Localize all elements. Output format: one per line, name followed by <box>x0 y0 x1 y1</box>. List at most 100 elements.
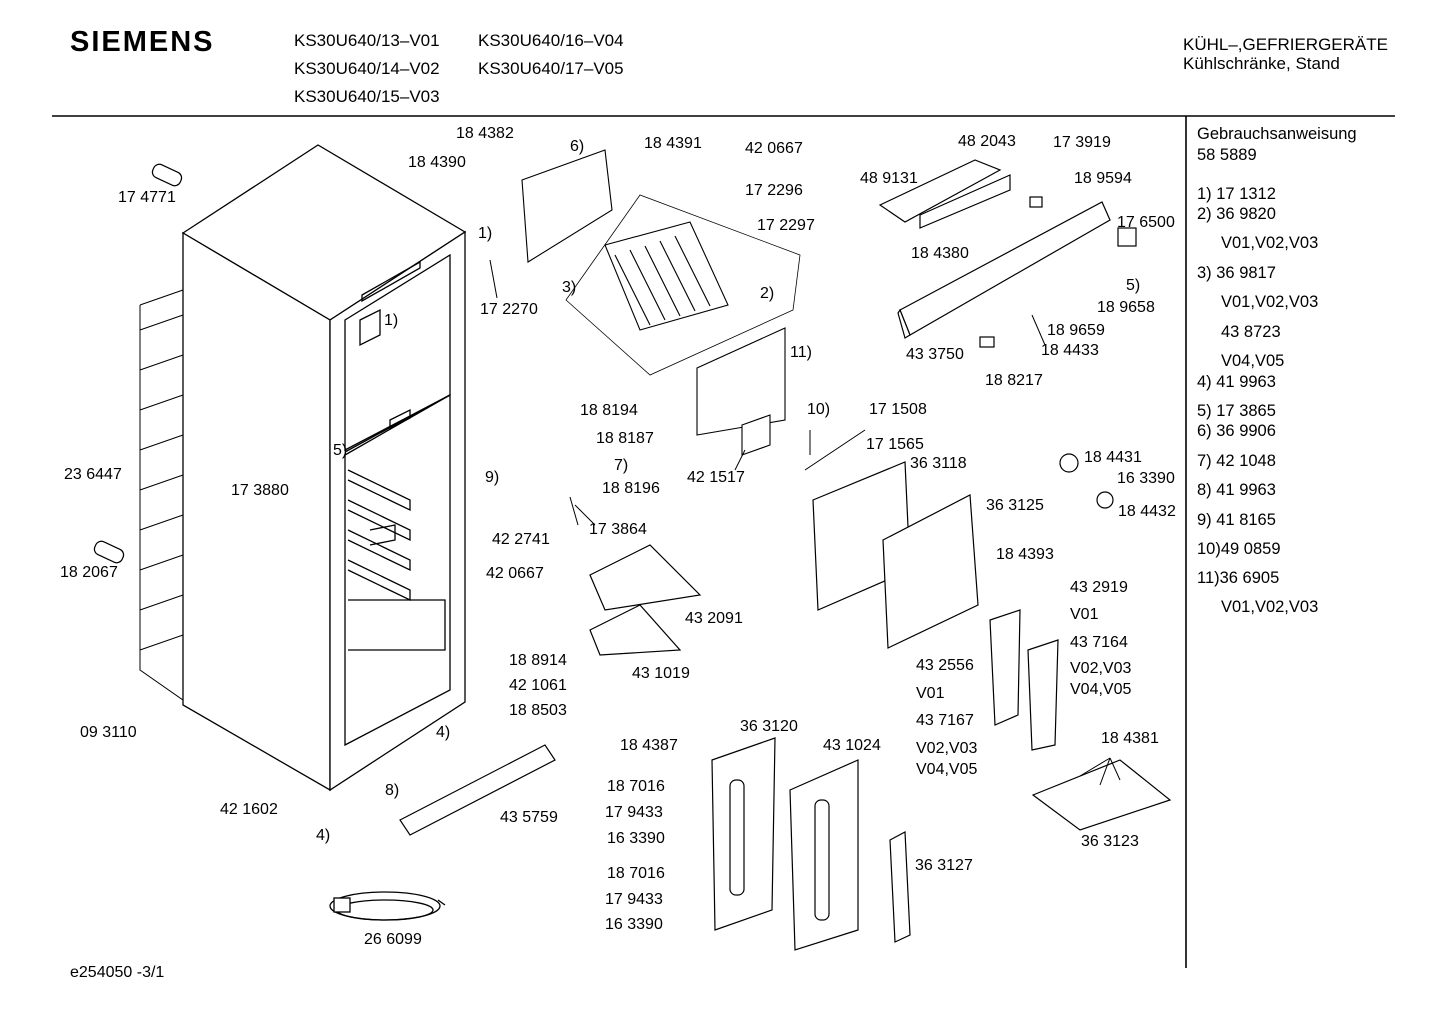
part-label: 18 4390 <box>408 154 466 171</box>
part-label: 4) <box>316 827 331 844</box>
part-label: 36 3123 <box>1081 833 1139 850</box>
sidebar-item: 4) 41 9963 <box>1197 373 1276 391</box>
sidebar-item: 43 8723 <box>1221 323 1281 341</box>
model-number: KS30U640/17–V05 <box>478 59 624 78</box>
brand-logo: SIEMENS <box>70 26 215 58</box>
part-label: 18 7016 <box>607 865 665 882</box>
part-label: 17 4771 <box>118 189 176 206</box>
part-label: 17 9433 <box>605 804 663 821</box>
part-label: 17 2270 <box>480 301 538 318</box>
part-label: 18 9659 <box>1047 322 1105 339</box>
part-label: 42 2741 <box>492 531 550 548</box>
part-label: 17 9433 <box>605 891 663 908</box>
part-label: 18 4380 <box>911 245 969 262</box>
category-title: KÜHL–,GEFRIERGERÄTE <box>1183 35 1388 54</box>
part-label: 18 4391 <box>644 135 702 152</box>
part-label: 18 9658 <box>1097 299 1155 316</box>
category-subtitle: Kühlschränke, Stand <box>1183 54 1340 73</box>
part-label: 18 8194 <box>580 402 638 419</box>
model-number: KS30U640/13–V01 <box>294 31 440 50</box>
part-label: 18 8217 <box>985 372 1043 389</box>
part-label: 11) <box>790 344 812 361</box>
part-label: 18 8187 <box>596 430 654 447</box>
part-label: 42 1517 <box>687 469 745 486</box>
part-label: 18 4381 <box>1101 730 1159 747</box>
part-label: 23 6447 <box>64 466 122 483</box>
part-label: V04,V05 <box>1070 681 1132 698</box>
door-shelf-part <box>399 544 911 951</box>
part-label: 18 4387 <box>620 737 678 754</box>
sidebar-item: 11)36 6905 <box>1197 569 1280 587</box>
part-label: 17 1508 <box>869 401 927 418</box>
part-label: 36 3118 <box>910 455 967 472</box>
foot-part <box>93 163 183 564</box>
part-label: V02,V03 <box>916 740 978 757</box>
part-label: 43 7164 <box>1070 634 1128 651</box>
part-label: 18 8503 <box>509 702 567 719</box>
part-label: 43 5759 <box>500 809 558 826</box>
part-label: 18 4433 <box>1041 342 1099 359</box>
part-label: 17 3864 <box>589 521 647 538</box>
control-panel-part <box>878 159 1137 348</box>
sidebar-item: V04,V05 <box>1221 352 1285 370</box>
sidebar-item: 9) 41 8165 <box>1197 511 1276 529</box>
power-cord-part <box>329 891 446 921</box>
part-label: 7) <box>614 457 629 474</box>
part-label: 17 1565 <box>866 436 924 453</box>
part-label: V04,V05 <box>916 761 978 778</box>
part-label: 3) <box>562 279 577 296</box>
part-label: 17 3880 <box>231 482 289 499</box>
manual-label: Gebrauchsanweisung <box>1197 125 1357 143</box>
part-label: V01 <box>1070 606 1099 623</box>
part-label: 43 2556 <box>916 657 974 674</box>
sidebar-item: 1) 17 1312 <box>1197 185 1276 203</box>
part-label: 18 4393 <box>996 546 1054 563</box>
part-label: 2) <box>760 285 775 302</box>
part-label: 8) <box>385 782 400 799</box>
sidebar-item: 2) 36 9820 <box>1197 205 1276 223</box>
part-label: 6) <box>570 138 585 155</box>
sidebar-item: 10)49 0859 <box>1197 540 1281 558</box>
document-id: e254050 -3/1 <box>70 964 165 981</box>
part-label: 1) <box>384 312 399 329</box>
fridge-cabinet <box>181 144 467 792</box>
sidebar-item: 5) 17 3865 <box>1197 402 1276 420</box>
sidebar-item: V01,V02,V03 <box>1221 293 1319 311</box>
part-label: 26 6099 <box>364 931 422 948</box>
part-label: 18 4432 <box>1118 503 1176 520</box>
part-label: 09 3110 <box>80 724 137 741</box>
leader-line <box>489 259 1121 786</box>
part-label: 48 2043 <box>958 133 1016 150</box>
part-label: V02,V03 <box>1070 660 1132 677</box>
part-label: 42 0667 <box>745 140 803 157</box>
part-label: V01 <box>916 685 945 702</box>
part-label: 5) <box>333 442 348 459</box>
part-label: 4) <box>436 724 451 741</box>
part-label: 43 7167 <box>916 712 974 729</box>
part-label: 42 0667 <box>486 565 544 582</box>
part-label: 36 3127 <box>915 857 973 874</box>
sidebar-item: 7) 42 1048 <box>1197 452 1276 470</box>
part-label: 18 7016 <box>607 778 665 795</box>
part-label: 1) <box>478 225 493 242</box>
part-label: 18 2067 <box>60 564 118 581</box>
sidebar-item: V01,V02,V03 <box>1221 234 1319 252</box>
part-label: 17 3919 <box>1053 134 1111 151</box>
part-label: 18 4431 <box>1084 449 1142 466</box>
part-label: 36 3120 <box>740 718 798 735</box>
part-label: 18 4382 <box>456 125 514 142</box>
part-label: 42 1061 <box>509 677 567 694</box>
part-label: 42 1602 <box>220 801 278 818</box>
model-number: KS30U640/15–V03 <box>294 87 440 106</box>
model-number: KS30U640/14–V02 <box>294 59 440 78</box>
part-label: 16 3390 <box>1117 470 1175 487</box>
sidebar-item: 3) 36 9817 <box>1197 264 1276 282</box>
part-label: 16 3390 <box>607 830 665 847</box>
part-label: 18 9594 <box>1074 170 1132 187</box>
part-label: 10) <box>807 401 831 418</box>
part-label: 36 3125 <box>986 497 1044 514</box>
part-label: 5) <box>1126 277 1141 294</box>
part-label: 48 9131 <box>860 170 918 187</box>
manual-number: 58 5889 <box>1197 146 1257 164</box>
